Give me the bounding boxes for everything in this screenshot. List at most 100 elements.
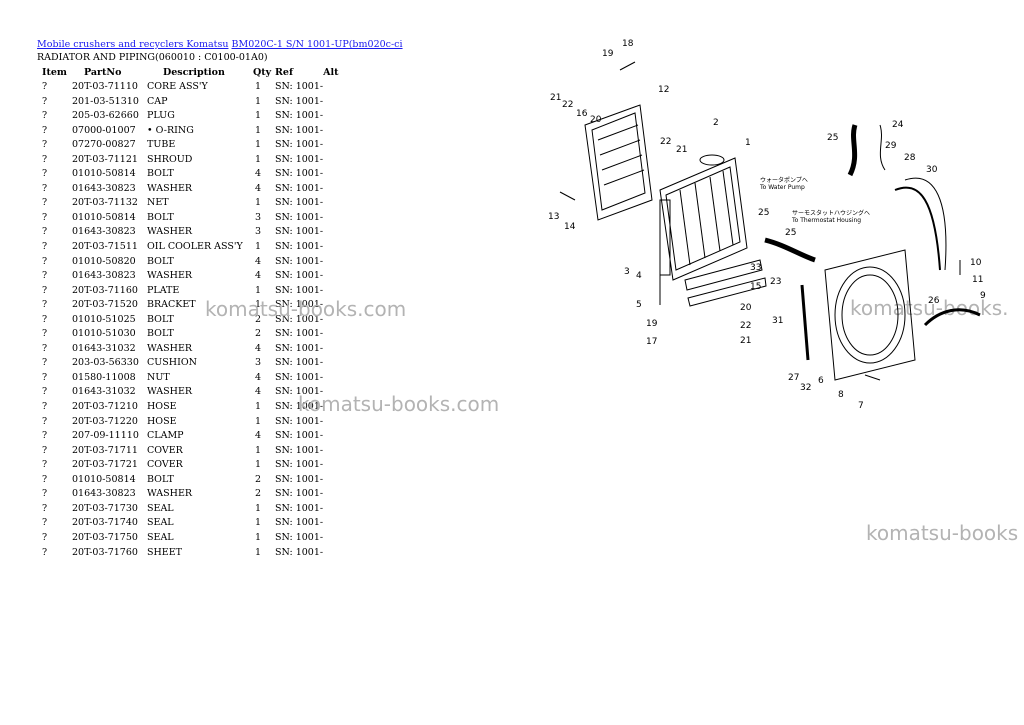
cell-alt [323, 182, 353, 197]
cell-ref: SN: 1001- [275, 168, 324, 180]
cell-partno: 20T-03-71520 [72, 299, 138, 311]
header-partno: PartNo [84, 67, 122, 78]
callout-3: 3 [624, 267, 630, 277]
cell-alt [323, 109, 353, 124]
cell-partno: 20T-03-71721 [72, 459, 138, 471]
cell-alt [323, 429, 353, 444]
cell-description: SEAL [147, 517, 174, 529]
cell-ref: SN: 1001- [275, 473, 324, 485]
callout-19: 19 [646, 319, 658, 329]
cell-item: ? [42, 182, 48, 194]
cell-item: ? [42, 81, 48, 92]
cell-alt [323, 342, 353, 357]
cell-alt [323, 269, 353, 284]
cell-qty: 4 [255, 255, 262, 267]
callout-25: 25 [785, 228, 796, 238]
cell-item: ? [42, 473, 48, 485]
cell-qty: 1 [255, 459, 262, 471]
cell-qty: 2 [255, 488, 262, 500]
cell-ref: SN: 1001- [275, 371, 324, 383]
cell-alt [323, 415, 353, 430]
cell-qty: 1 [255, 517, 262, 529]
page-title: RADIATOR AND PIPING(060010 : C0100-01A0) [37, 52, 268, 63]
cell-description: BOLT [147, 211, 174, 223]
callout-25: 25 [758, 208, 769, 218]
radiator-exploded-diagram: 18 19 21 22 16 20 12 2 1 22 21 13 14 3 4… [548, 39, 986, 411]
cell-description: BOLT [147, 473, 174, 485]
diagram-notes: ウォータポンプへ To Water Pump サーモスタットハウジングへ To … [759, 176, 870, 224]
cell-alt [323, 240, 353, 255]
callout-27: 27 [788, 373, 799, 383]
parts-table: Item PartNo Description Qty Ref Alt ?20T… [37, 65, 353, 560]
cell-item: ? [42, 226, 48, 238]
callout-22: 22 [562, 100, 573, 110]
cell-item: ? [42, 502, 48, 514]
cell-item: ? [42, 357, 48, 369]
callout-21: 21 [740, 336, 751, 346]
cell-qty: 1 [255, 502, 262, 514]
cell-partno: 201-03-51310 [72, 95, 139, 107]
cell-description: SEAL [147, 502, 174, 514]
cell-description: NUT [147, 371, 170, 383]
cell-ref: SN: 1001- [275, 357, 324, 369]
cell-alt [323, 546, 353, 561]
callout-26: 26 [928, 296, 940, 306]
callout-7: 7 [858, 401, 864, 411]
cell-ref: SN: 1001- [275, 502, 324, 514]
cell-partno: 01643-30823 [72, 270, 136, 282]
cell-item: ? [42, 371, 48, 383]
cell-alt [323, 487, 353, 502]
cell-partno: 01010-50814 [72, 168, 136, 180]
cell-qty: 1 [255, 110, 262, 122]
callout-14: 14 [564, 222, 576, 232]
callout-22: 22 [660, 137, 671, 147]
cell-qty: 4 [255, 270, 262, 282]
cell-partno: 20T-03-71511 [72, 241, 138, 253]
cell-description: • O-RING [147, 124, 194, 136]
cell-description: SHROUD [147, 153, 193, 165]
breadcrumb-link-model[interactable]: BM020C-1 S/N 1001-UP(bm020c-ci [231, 39, 403, 50]
callout-18: 18 [622, 39, 634, 49]
watermark: komatsu-books. [850, 296, 1009, 320]
cell-qty: 1 [255, 415, 262, 427]
cell-partno: 20T-03-71121 [72, 153, 138, 165]
cell-item: ? [42, 488, 48, 500]
cell-partno: 01643-30823 [72, 488, 136, 500]
callout-10: 10 [970, 258, 982, 268]
cell-partno: 20T-03-71210 [72, 401, 138, 413]
cell-partno: 01010-50814 [72, 211, 136, 223]
cell-qty: 4 [255, 386, 262, 398]
cell-description: PLATE [147, 284, 180, 296]
cell-qty: 1 [255, 444, 262, 456]
callout-1: 1 [745, 138, 751, 148]
callout-33: 33 [750, 263, 761, 273]
cell-description: BOLT [147, 328, 174, 340]
cell-item: ? [42, 124, 48, 136]
cell-description: HOSE [147, 401, 177, 413]
cell-alt [323, 255, 353, 270]
cell-ref: SN: 1001- [275, 255, 324, 267]
cell-qty: 1 [255, 284, 262, 296]
cell-alt [323, 124, 353, 139]
callout-16: 16 [576, 109, 588, 119]
breadcrumb-link-category[interactable]: Mobile crushers and recyclers Komatsu [37, 39, 229, 50]
cell-partno: 20T-03-71750 [72, 531, 138, 543]
cell-qty: 3 [255, 226, 262, 238]
cell-ref: SN: 1001- [275, 444, 324, 456]
cell-ref: SN: 1001- [275, 415, 324, 427]
cell-alt [323, 225, 353, 240]
callout-6: 6 [818, 376, 824, 386]
cell-qty: 2 [255, 328, 262, 340]
cell-alt [323, 531, 353, 546]
callout-12: 12 [658, 85, 669, 95]
callout-5: 5 [636, 300, 642, 310]
